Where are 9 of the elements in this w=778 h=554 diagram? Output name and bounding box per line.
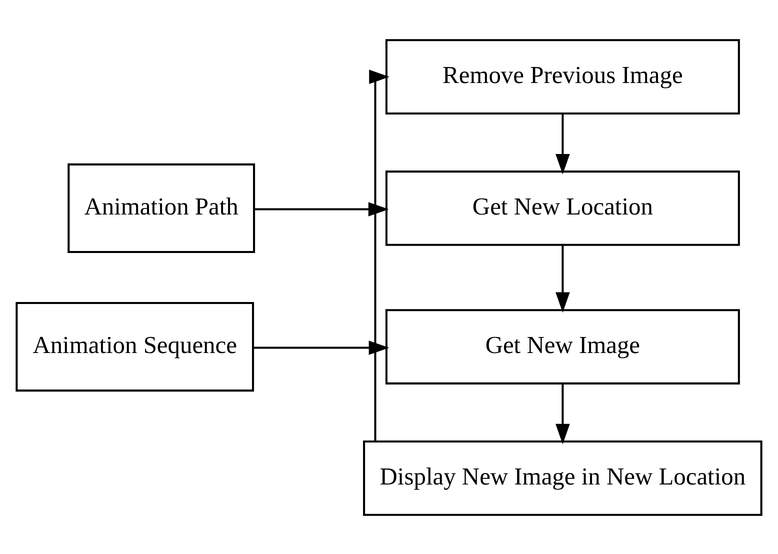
node-box: Display New Image in New Location [363, 440, 762, 516]
arrow [556, 114, 570, 174]
node-box: Get New Image [385, 308, 740, 384]
node-box: Animation Sequence [16, 301, 254, 392]
node-box: Animation Path [68, 162, 256, 253]
node-box: Remove Previous Image [385, 38, 740, 114]
arrow [556, 244, 570, 312]
node-box: Get New Location [385, 170, 740, 246]
arrow [556, 384, 570, 444]
